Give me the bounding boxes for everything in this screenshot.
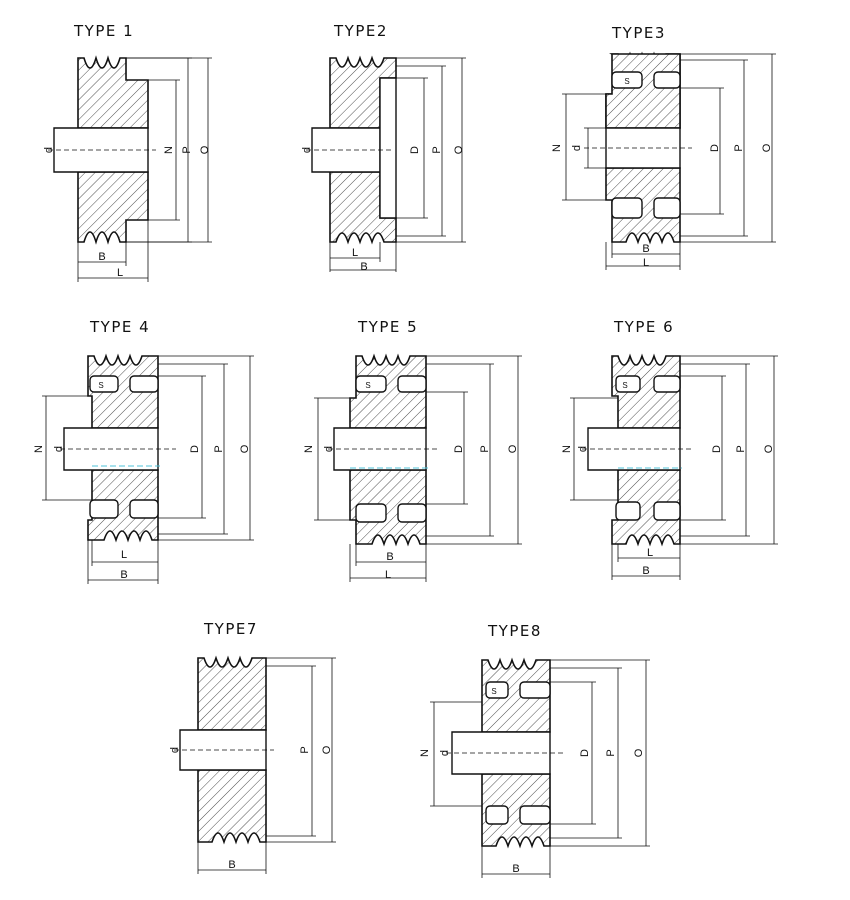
- type6-label-D: D: [711, 445, 723, 453]
- type6-label-l: L: [647, 547, 653, 559]
- type1-title: TYPE 1: [74, 22, 135, 40]
- type4-label-l: L: [121, 549, 127, 561]
- type2-label-p: P: [431, 146, 443, 153]
- type4-label-b: B: [120, 569, 127, 581]
- type7-label-o: O: [321, 745, 333, 754]
- type3-label-n: N: [551, 144, 563, 152]
- type5-label-l: L: [385, 569, 391, 581]
- type3-label-p: P: [733, 144, 745, 151]
- type7-title: TYPE7: [204, 620, 258, 638]
- type5-label-s: S: [365, 381, 370, 390]
- type4-label-p: P: [213, 445, 225, 452]
- type1-label-o: O: [199, 145, 211, 154]
- type7-drawing: d P O B: [169, 655, 336, 874]
- type3-label-b: B: [642, 243, 649, 255]
- type2-label-l: L: [352, 247, 358, 259]
- type5-label-n: N: [303, 445, 315, 453]
- type4-label-d: d: [53, 446, 65, 452]
- type8-drawing: S N d D P O B: [419, 657, 650, 878]
- type6-label-n: N: [561, 445, 573, 453]
- type3-label-s: S: [624, 77, 629, 86]
- type5-label-o: O: [507, 444, 519, 453]
- type8-label-d: d: [439, 750, 451, 756]
- type5-label-b: B: [386, 551, 393, 563]
- type8-label-s: S: [491, 687, 496, 696]
- type1-label-l: L: [117, 267, 123, 279]
- type1-label-n: N: [163, 146, 175, 154]
- type3-drawing: S N d D P O B L: [551, 51, 776, 270]
- type5-title: TYPE 5: [358, 318, 419, 336]
- type4-title: TYPE 4: [90, 318, 151, 336]
- type2-label-d: d: [301, 147, 313, 153]
- type6-label-o: O: [763, 444, 775, 453]
- type7-label-b: B: [228, 859, 235, 871]
- type2-label-b: B: [360, 261, 367, 273]
- type3-label-o: O: [761, 143, 773, 152]
- type4-label-o: O: [239, 444, 251, 453]
- type7-label-p: P: [299, 746, 311, 753]
- type6-title: TYPE 6: [614, 318, 675, 336]
- type1-drawing: d N P O B L: [43, 55, 212, 282]
- type8-label-b: B: [512, 863, 519, 875]
- type8-title: TYPE8: [488, 622, 542, 640]
- type1-label-p: P: [181, 146, 193, 153]
- type3-label-l: L: [643, 257, 649, 269]
- type2-label-o: O: [453, 145, 465, 154]
- type6-label-d: d: [577, 446, 589, 452]
- type4-drawing: S N d D P O L B: [33, 353, 254, 584]
- type8-label-n: N: [419, 749, 431, 757]
- type2-drawing: d D P O L B: [301, 55, 466, 273]
- type8-label-o: O: [633, 748, 645, 757]
- type6-label-p: P: [735, 445, 747, 452]
- type6-label-b: B: [642, 565, 649, 577]
- type6-drawing: S N d D P O L B: [561, 353, 778, 580]
- type5-label-D: D: [453, 445, 465, 453]
- type6-label-s: S: [622, 381, 627, 390]
- type5-label-p: P: [479, 445, 491, 452]
- type3-label-d: d: [571, 145, 583, 151]
- type4-label-D: D: [189, 445, 201, 453]
- type1-label-d: d: [43, 147, 55, 153]
- type1-label-b: B: [98, 251, 105, 263]
- type3-label-D: D: [709, 144, 721, 152]
- type4-label-n: N: [33, 445, 45, 453]
- type3-title: TYPE3: [612, 24, 666, 42]
- type7-label-d: d: [169, 747, 181, 753]
- type4-label-s: S: [98, 381, 103, 390]
- type5-drawing: S N d D P O B L: [303, 353, 522, 582]
- type5-label-d: d: [323, 446, 335, 452]
- type8-label-p: P: [605, 749, 617, 756]
- type2-label-D: D: [409, 146, 421, 154]
- type8-label-D: D: [579, 749, 591, 757]
- type2-title: TYPE2: [334, 22, 388, 40]
